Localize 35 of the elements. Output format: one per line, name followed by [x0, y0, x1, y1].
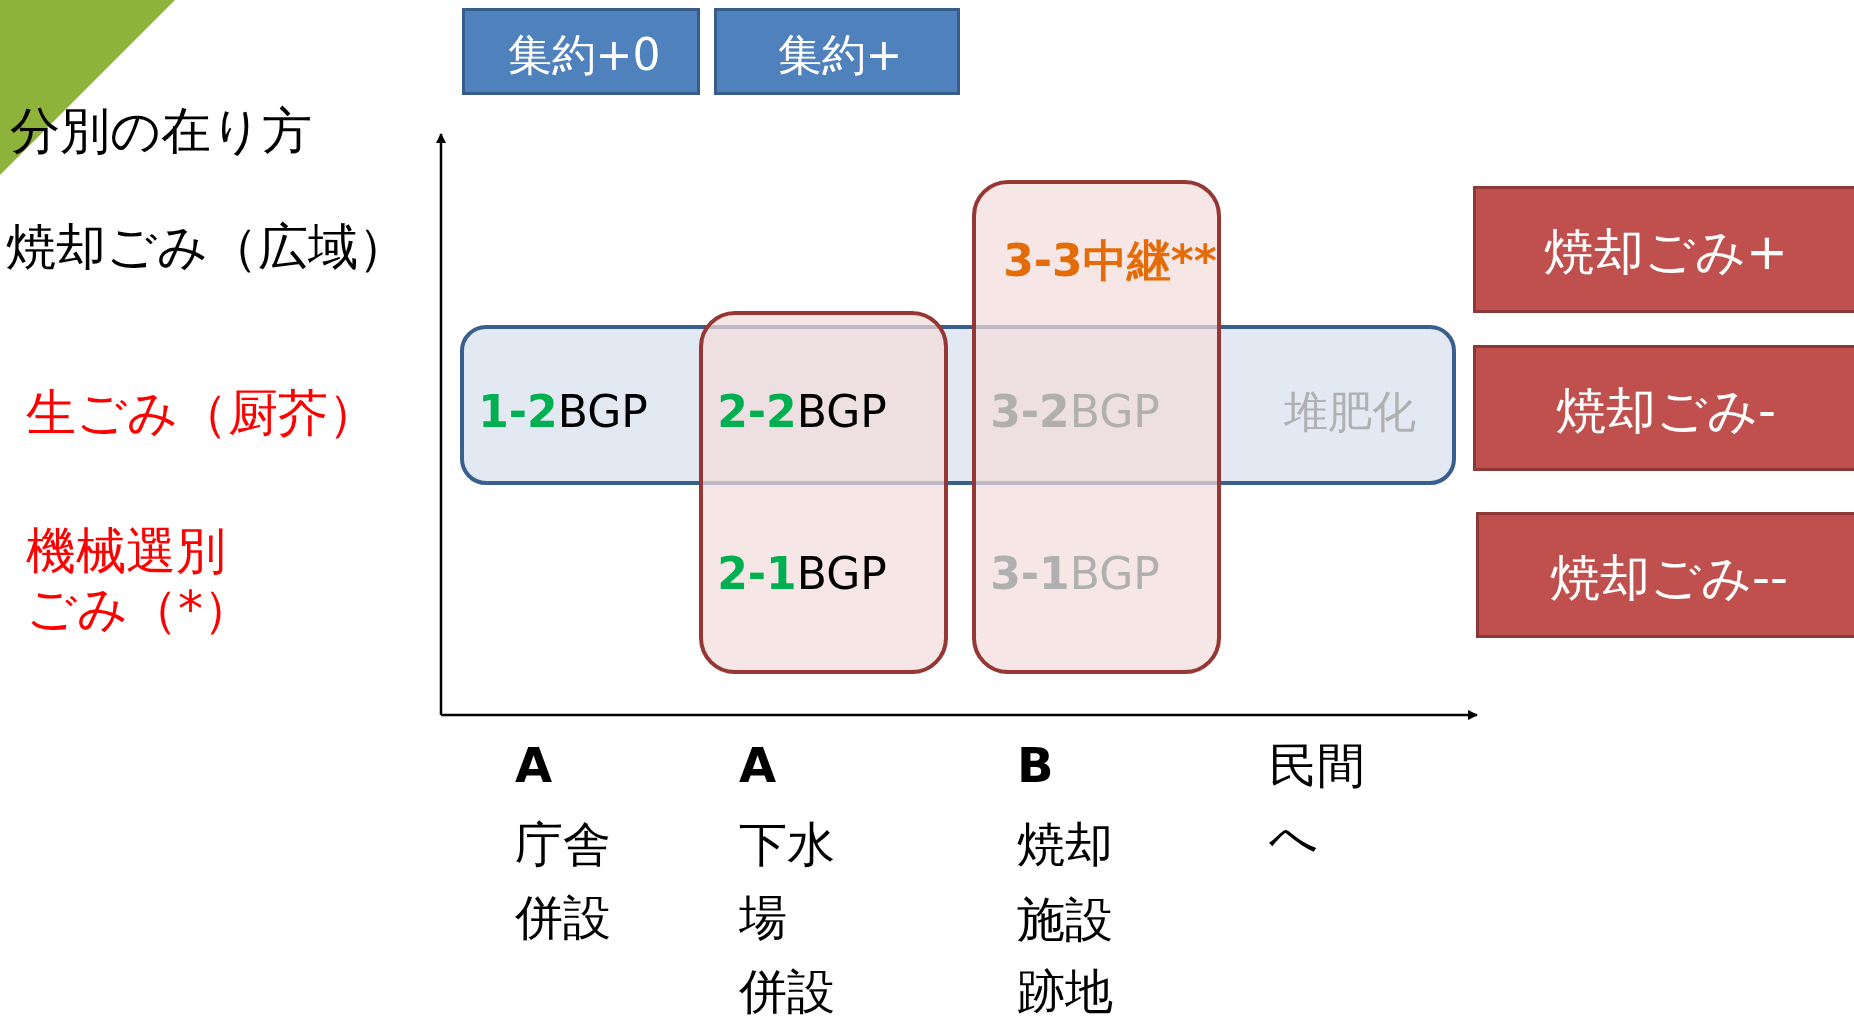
axis-label: B — [1017, 738, 1054, 794]
node-label: 3-3中継** — [1003, 236, 1217, 286]
axis-label: 併設 — [515, 890, 611, 946]
axis-label: 施設 — [1017, 892, 1113, 948]
axis-label: 庁舎 — [515, 817, 611, 873]
axis-label: へ — [1269, 810, 1318, 866]
tag-box — [462, 8, 700, 95]
node-label: 集約+ — [777, 30, 903, 80]
node-label: 1-2BGP — [478, 387, 648, 437]
node-label: 2-2BGP — [717, 387, 887, 437]
node-label: 2-1BGP — [717, 549, 887, 599]
axis-label: 跡地 — [1017, 964, 1113, 1020]
category-box — [1473, 186, 1854, 313]
node-label: 焼却ごみ- — [1556, 383, 1776, 439]
axis-label: A — [515, 738, 553, 794]
group-frame — [972, 180, 1221, 674]
node-label: 焼却ごみ-- — [1549, 550, 1789, 606]
node-label: 3-1BGP — [990, 549, 1160, 599]
axis-label: 焼却 — [1017, 817, 1113, 873]
axis-label: 民間 — [1269, 738, 1365, 794]
node-label: 3-2BGP — [990, 387, 1160, 437]
axis-label: A — [739, 738, 777, 794]
axis-label: 焼却ごみ（広域） — [6, 219, 408, 277]
category-box — [1476, 512, 1854, 638]
node-label: 焼却ごみ+ — [1544, 224, 1788, 280]
axis-label: 場 — [739, 890, 787, 946]
axis-label: 併設 — [739, 964, 835, 1020]
group-frame — [699, 311, 948, 674]
axis-label: 下水 — [739, 817, 835, 873]
axis-label: 機械選別ごみ（*） — [26, 522, 254, 638]
tag-box — [714, 8, 960, 95]
node-label: 集約+0 — [507, 30, 661, 80]
node-label: 堆肥化 — [1284, 387, 1416, 437]
axis-label: 生ごみ（厨芥） — [26, 385, 378, 443]
category-box — [1473, 345, 1854, 471]
